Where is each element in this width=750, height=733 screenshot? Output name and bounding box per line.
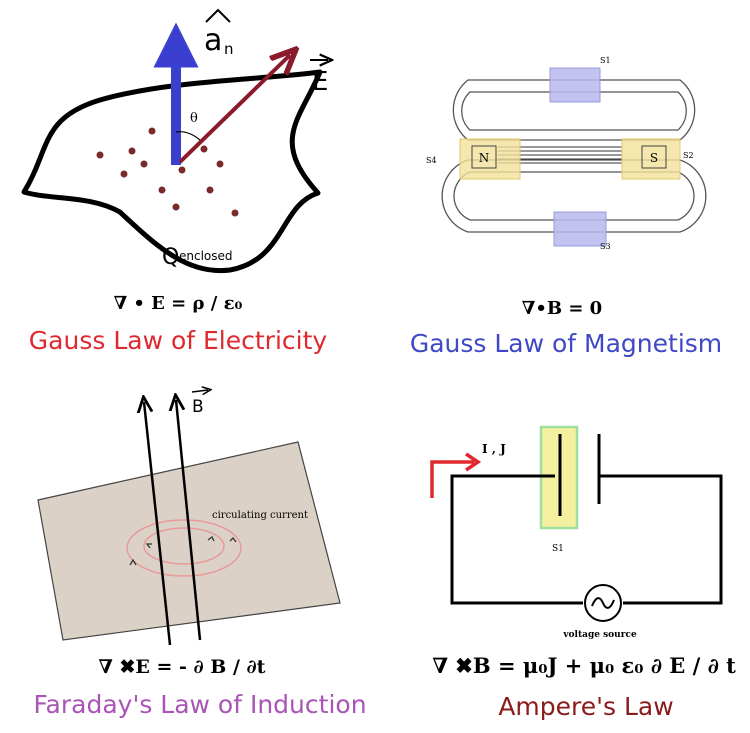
s1-label: S1 [600,56,611,65]
charge-subscript: enclosed [179,249,233,263]
circulating-current-label: circulating current [212,510,308,521]
field-line-left [144,402,172,646]
north-pole-label: N [479,151,490,165]
south-pole-box [641,145,667,169]
angle-arc [175,131,201,141]
charge-label: Q [162,245,179,270]
current-direction-marks [129,536,237,566]
current-direction-arrow [430,460,474,498]
ampere-title: Ampere's Law [498,692,673,721]
sensor-s1 [549,67,601,103]
normal-hat-icon [205,8,231,23]
magnetic-core-lower-outer [441,159,707,233]
south-pole-label: S [650,151,658,165]
s2-label: S2 [683,151,694,160]
angle-label: θ [190,111,198,126]
b-field-label: B [192,397,204,417]
gauss-magnetism-title: Gauss Law of Magnetism [410,329,722,358]
normal-subscript: n [224,40,234,58]
sensor-s3 [553,211,607,247]
gauss-magnetism-panel: N S S1 S2 S3 S4 ∇•B = 0 Gauss Law of Mag… [410,56,722,358]
inner-current-loop [143,527,225,565]
current-arrow-head [465,452,482,472]
north-pole-box [471,145,497,169]
outer-current-loop [126,519,242,577]
closed-surface [21,69,323,274]
field-line-right [176,400,202,641]
gauss-electricity-panel: θ a n E Q enclosed ∇ • E = ρ / ε₀ Gauss … [21,8,328,355]
faraday-title: Faraday's Law of Induction [33,690,366,719]
normal-label: a [204,23,222,58]
faraday-panel: B circulating current ∇ ✖E = - ∂ B / ∂t … [33,390,367,719]
ampere-equation: ∇ ✖B = μ₀J + μ₀ ε₀ ∂ E / ∂ t [432,653,736,678]
b-overarrow-icon [191,390,208,392]
ampere-panel: I , J S1 voltage source ∇ ✖B = μ₀J + μ₀ … [430,425,736,721]
faraday-equation: ∇ ✖E = - ∂ B / ∂t [99,656,266,678]
s3-label: S3 [600,242,611,251]
gauss-magnetism-equation: ∇•B = 0 [522,298,602,319]
magnetic-core-inner [461,91,687,131]
gauss-electricity-equation: ∇ • E = ρ / ε₀ [114,293,243,314]
field-vector-arrow [178,55,290,164]
magnetic-core-lower-inner [453,171,695,221]
enclosed-charges [96,127,239,217]
current-label: I , J [482,442,506,456]
circuit-loop [450,474,723,605]
gauss-electricity-title: Gauss Law of Electricity [29,326,328,355]
voltage-source-wave [591,597,615,609]
field-label: E [312,67,328,97]
s4-label: S4 [426,156,437,165]
voltage-source-label: voltage source [562,630,637,640]
plate-s1-label: S1 [552,544,564,554]
north-pole-region [459,138,521,180]
